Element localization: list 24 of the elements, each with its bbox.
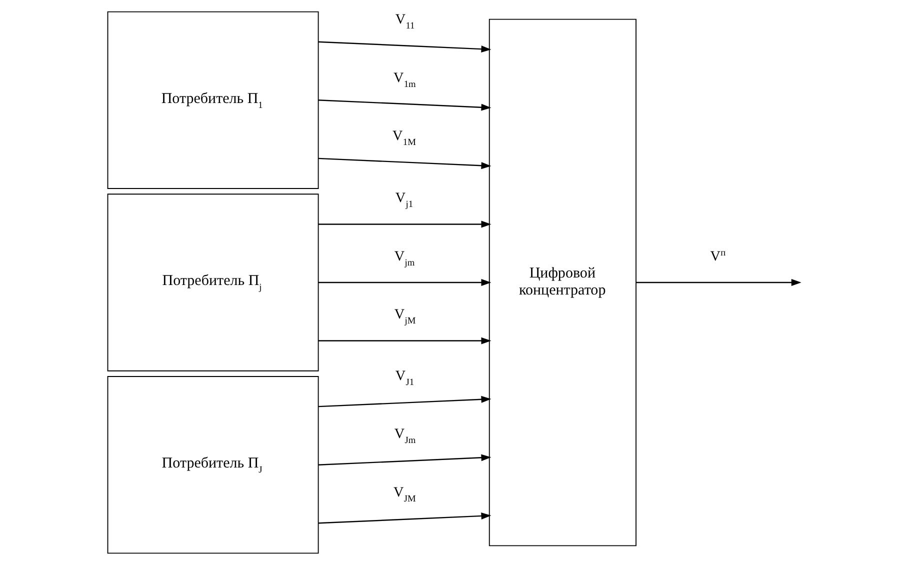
arrow — [318, 41, 491, 53]
arrow — [318, 158, 491, 170]
arrow — [636, 279, 801, 286]
arrow — [318, 337, 491, 344]
arrow — [318, 100, 491, 111]
edge-label: V$_{jM}$ — [394, 306, 416, 327]
edge-label: V$_{j1}$ — [394, 190, 413, 210]
arrow — [318, 512, 491, 524]
edge-label: V$_{1M}$ — [392, 128, 416, 148]
arrow — [318, 396, 491, 408]
edge-label: V$^{п}$ — [710, 248, 726, 264]
edge-label: V$_{Jm}$ — [394, 426, 416, 446]
arrow — [318, 279, 491, 286]
node-box: Цифровой концентратор — [488, 18, 636, 546]
edge-label: V$_{J1}$ — [394, 368, 414, 388]
arrow — [318, 454, 491, 466]
arrow — [318, 220, 491, 228]
edge-label: V$_{jm}$ — [394, 248, 414, 268]
edge-label: V$_{11}$ — [394, 12, 414, 32]
edge-label: V$_{JM}$ — [393, 484, 416, 504]
node-box: Потребитель П$_{J}$ — [106, 376, 318, 554]
node-box: Потребитель П$_{1}$ — [106, 11, 318, 189]
node-box: Потребитель П$_{j}$ — [106, 194, 318, 372]
edge-label: V$_{1m}$ — [393, 70, 416, 90]
